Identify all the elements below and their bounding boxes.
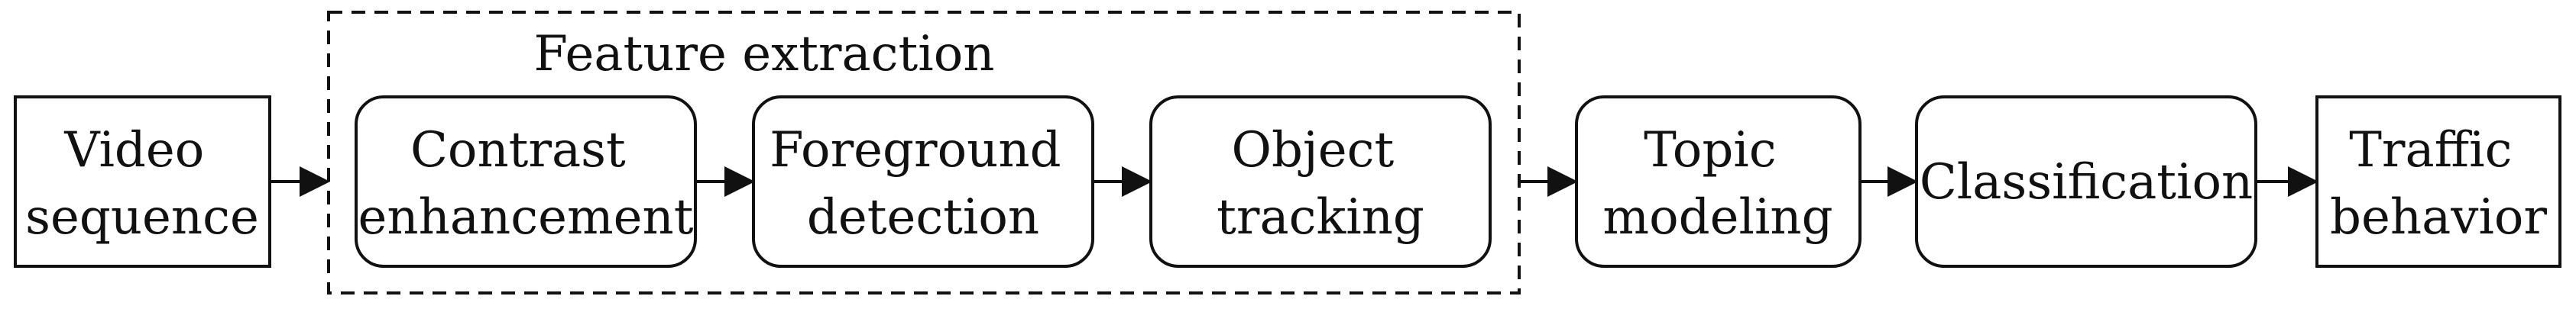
svg-text:Traffic behavior: Traffic behavior xyxy=(2330,122,2547,246)
classification-label: Classification xyxy=(1920,154,2253,211)
video-sequence-line-2: sequence xyxy=(25,189,259,246)
foreground-detection-line-1: Foreground xyxy=(770,122,1061,179)
svg-text:Video sequence: Video sequence xyxy=(25,122,259,246)
object-tracking-line-2: tracking xyxy=(1217,189,1424,246)
svg-text:Foreground detection: Foreground detection xyxy=(770,122,1077,246)
svg-text:Object tracking: Object tracking xyxy=(1217,122,1424,246)
traffic-behavior-node: Traffic behavior xyxy=(2315,95,2561,268)
topic-modeling-line-1: Topic xyxy=(1644,122,1777,179)
svg-text:Contrast enhancement: Contrast enhancement xyxy=(358,122,694,246)
video-sequence-node: Video sequence xyxy=(14,95,271,268)
traffic-behavior-line-1: Traffic xyxy=(2349,122,2512,179)
object-tracking-line-1: Object xyxy=(1231,122,1394,179)
traffic-behavior-line-2: behavior xyxy=(2330,189,2547,246)
feature-extraction-group xyxy=(327,11,1521,295)
contrast-enhancement-node: Contrast enhancement xyxy=(355,95,697,268)
topic-modeling-node: Topic modeling xyxy=(1575,95,1862,268)
classification-node: Classification xyxy=(1915,95,2257,268)
foreground-detection-node: Foreground detection xyxy=(752,95,1094,268)
contrast-enhancement-line-2: enhancement xyxy=(358,189,694,246)
video-sequence-line-1: Video xyxy=(63,122,204,179)
svg-text:Topic modeling: Topic modeling xyxy=(1602,122,1832,246)
contrast-enhancement-line-1: Contrast xyxy=(410,122,626,179)
object-tracking-node: Object tracking xyxy=(1149,95,1492,268)
foreground-detection-line-2: detection xyxy=(807,189,1039,246)
topic-modeling-line-2: modeling xyxy=(1602,189,1832,246)
feature-extraction-title: Feature extraction xyxy=(534,26,995,82)
